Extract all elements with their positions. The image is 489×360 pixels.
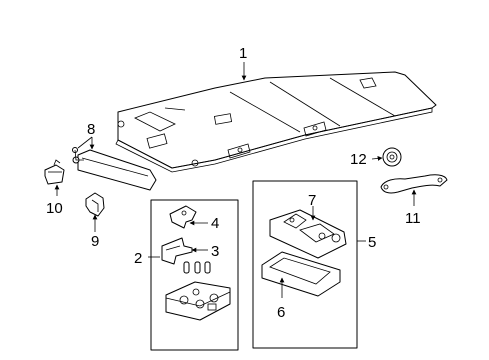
callout-7: 7 [308,192,316,209]
map-lamp-group-box [150,199,239,351]
callout-3: 3 [211,243,219,260]
clip-part [85,192,105,217]
leader-lines [54,62,417,298]
callout-1: 1 [239,45,247,62]
callout-4: 4 [211,215,219,232]
visor-holder-part [44,159,65,185]
dome-lamp-group-box [252,180,358,349]
callout-11: 11 [405,210,421,227]
sun-visor-part [72,147,157,191]
map-lamp-bracket-part [169,205,197,229]
callout-6: 6 [277,304,285,321]
dome-lamp-housing-part [269,209,347,259]
roof-console-part [382,147,402,167]
callout-8: 8 [87,121,95,138]
callout-5: 5 [368,234,376,251]
callout-9: 9 [91,233,99,250]
assist-grip-part [380,174,448,194]
map-lamp-housing-part [165,281,231,321]
callout-12: 12 [350,151,367,168]
bulbs-part [183,261,211,274]
callout-2: 2 [134,250,142,267]
callout-10: 10 [46,200,63,217]
map-lamp-wire-part [161,237,193,265]
headliner-part [115,71,437,173]
dome-lamp-lens-part [261,251,341,297]
